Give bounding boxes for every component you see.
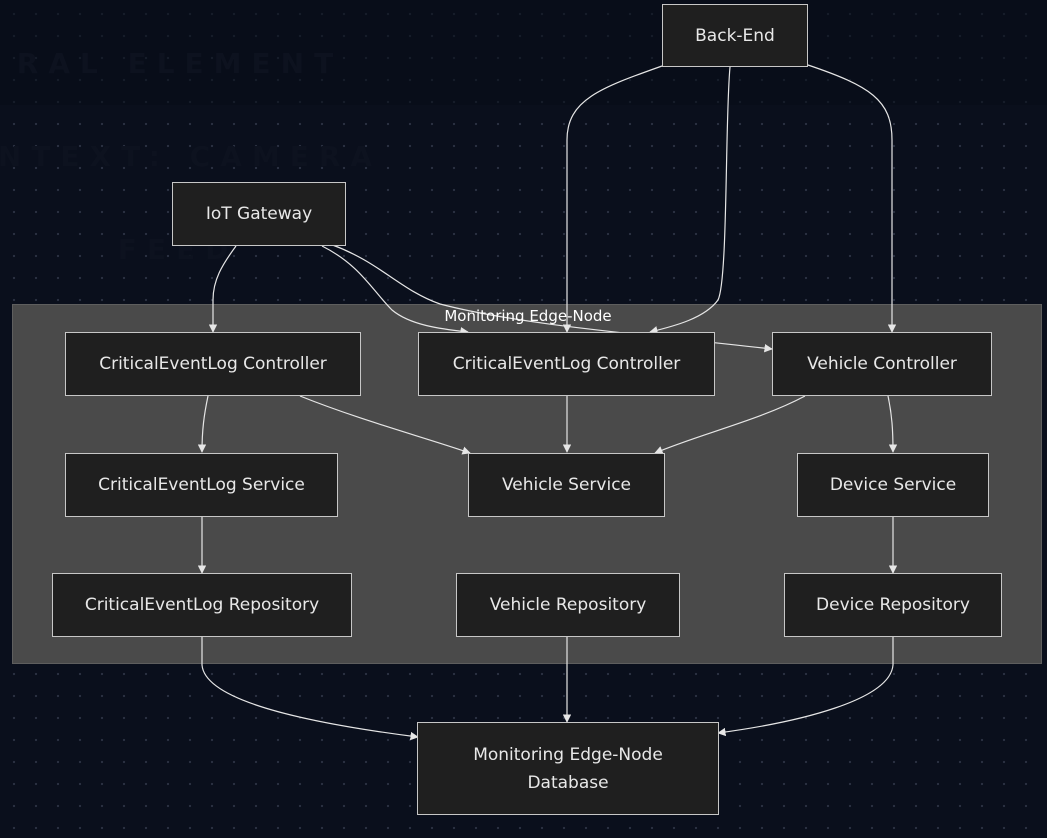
vehicle-service-node[interactable]: Vehicle Service (468, 453, 665, 517)
edge-vehicle-controller-to-vehicle-service (654, 395, 806, 454)
edge-cel-repository-to-database (201, 637, 419, 741)
edge-cel-controller-1-to-vehicle-service (299, 395, 471, 455)
vehicle-repository-node-label: Vehicle Repository (489, 595, 647, 615)
iot-gateway-node[interactable]: IoT Gateway (172, 182, 346, 246)
edge-device-repository-to-database (717, 637, 894, 737)
device-repository-node[interactable]: Device Repository (784, 573, 1002, 637)
cel-service-node[interactable]: CriticalEventLog Service (65, 453, 338, 517)
backend-node[interactable]: Back-End (662, 4, 808, 67)
database-node-label-line-2: Database (527, 772, 609, 793)
edge-cel-controller-1-to-cel-service (197, 395, 209, 453)
background-title: RAL ELEMENT NTEXT: CAMERA FEED (0, 0, 400, 296)
header-band (0, 0, 1047, 105)
cel-controller-node-2-label: CriticalEventLog Controller (452, 354, 681, 374)
edge-backend-to-cel-controller-2-left (562, 65, 663, 333)
background-title-line-2: NTEXT: CAMERA (0, 140, 383, 173)
cel-controller-node-1-label: CriticalEventLog Controller (99, 354, 327, 374)
vehicle-controller-node-label: Vehicle Controller (807, 354, 957, 374)
backend-node-label: Back-End (695, 25, 775, 46)
cluster-label: Monitoring Edge-Node (444, 307, 612, 325)
cel-controller-node-1[interactable]: CriticalEventLog Controller (65, 332, 361, 396)
device-service-node[interactable]: Device Service (797, 453, 989, 517)
vehicle-controller-node[interactable]: Vehicle Controller (772, 332, 992, 396)
background-title-line-1: RAL ELEMENT (16, 47, 344, 80)
device-repository-node-label: Device Repository (816, 595, 970, 615)
cel-repository-node-label: CriticalEventLog Repository (84, 595, 320, 615)
device-service-node-label: Device Service (829, 475, 957, 495)
vehicle-repository-node[interactable]: Vehicle Repository (456, 573, 680, 637)
database-node-label-line-1: Monitoring Edge-Node (473, 744, 663, 765)
database-node[interactable]: Monitoring Edge-Node Database (417, 722, 719, 815)
iot-gateway-node-label: IoT Gateway (205, 204, 313, 224)
edge-backend-to-vehicle-controller (807, 64, 897, 333)
edge-backend-to-cel-controller-2 (649, 66, 731, 335)
edge-vehicle-controller-to-device-service (887, 395, 898, 453)
cel-service-node-label: CriticalEventLog Service (98, 475, 305, 495)
edge-iot-to-cel-controller-2 (321, 245, 469, 336)
cel-repository-node[interactable]: CriticalEventLog Repository (52, 573, 352, 637)
edge-iot-to-cel-controller-1 (208, 245, 237, 333)
cel-controller-node-2[interactable]: CriticalEventLog Controller (418, 332, 715, 396)
vehicle-service-node-label: Vehicle Service (501, 475, 632, 495)
